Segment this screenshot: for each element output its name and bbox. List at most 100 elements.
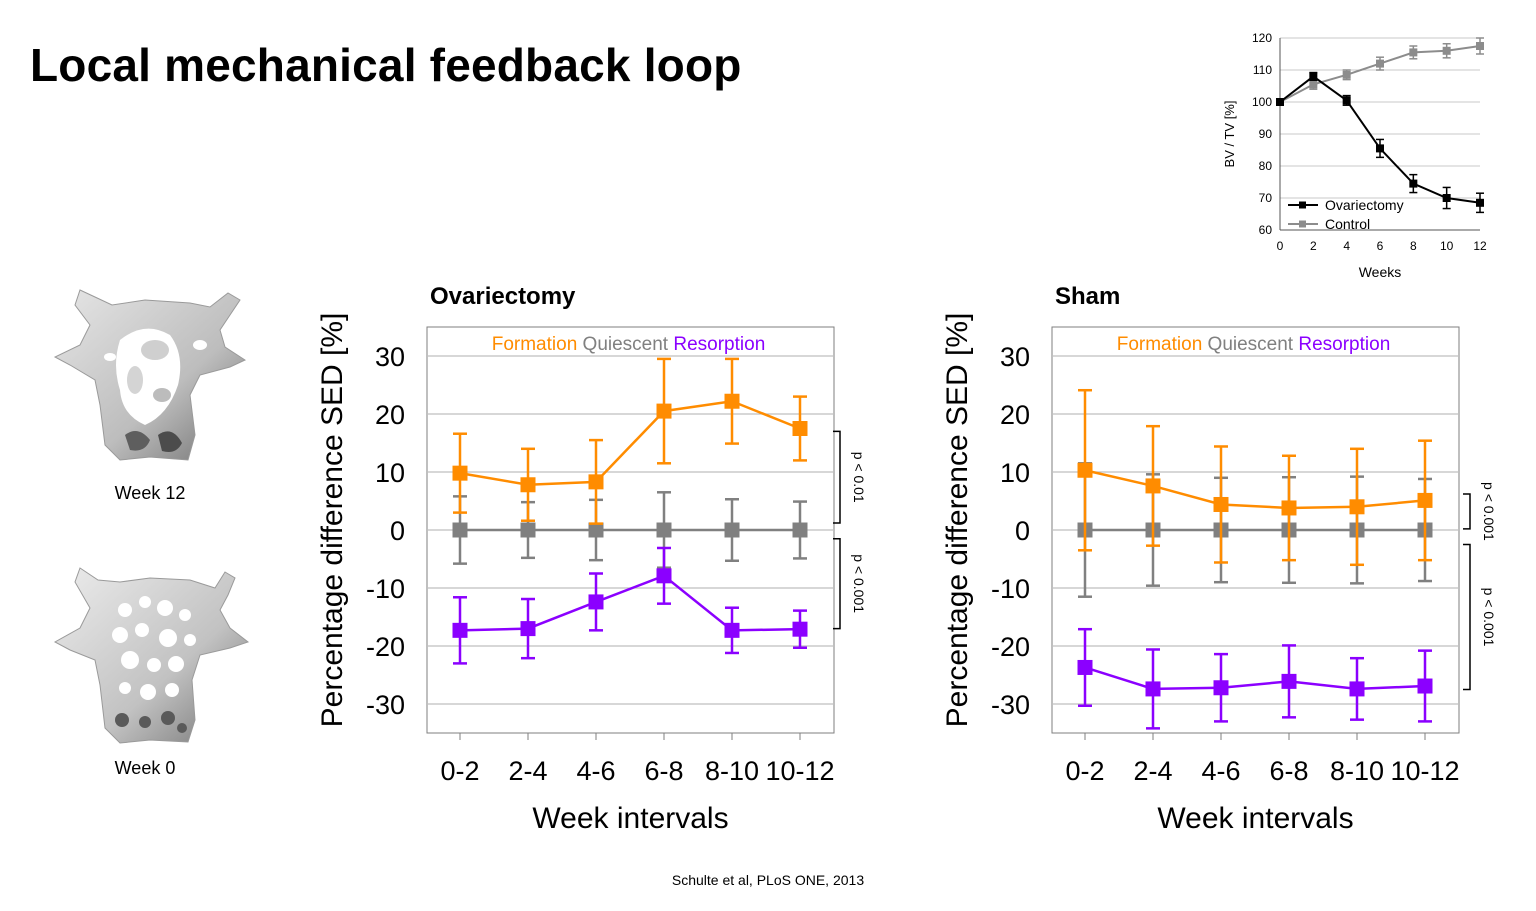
significance-bracket — [833, 537, 841, 630]
legend-marker — [1299, 201, 1306, 209]
y-tick-label: 10 — [1000, 458, 1030, 488]
data-point — [792, 522, 808, 538]
data-point — [1417, 492, 1433, 508]
data-point — [588, 474, 604, 490]
data-point — [1309, 80, 1318, 89]
data-point — [656, 522, 672, 538]
y-tick-label: 20 — [1000, 400, 1030, 430]
significance-label: p < 0.001 — [1481, 482, 1497, 541]
y-tick-label: -10 — [991, 574, 1030, 604]
data-point — [1145, 478, 1161, 494]
legend-label: Control — [1325, 216, 1370, 232]
x-tick-label: 8-10 — [1330, 756, 1384, 786]
y-tick-label: 20 — [375, 400, 405, 430]
x-tick-label: 4-6 — [1201, 756, 1240, 786]
data-point — [1342, 70, 1351, 79]
x-tick-label: 4-6 — [576, 756, 615, 786]
significance-label: p < 0.001 — [1481, 588, 1497, 647]
y-tick-label: -30 — [366, 690, 405, 720]
data-point — [1281, 673, 1297, 689]
x-axis-label: Week intervals — [532, 802, 728, 835]
chart-title: Sham — [1055, 283, 1120, 310]
series-line-resorption — [1084, 666, 1426, 691]
bone-label-week-12: Week 12 — [114, 483, 186, 503]
data-point — [1276, 98, 1284, 106]
data-point — [1077, 462, 1093, 478]
data-point — [1145, 681, 1161, 697]
significance-label: p < 0.01 — [851, 452, 867, 503]
data-point — [1376, 59, 1384, 68]
y-axis-label: BV / TV [%] — [1222, 101, 1237, 168]
bone-image-week-0 — [53, 567, 250, 744]
data-point — [520, 522, 536, 538]
x-tick-label: 2-4 — [508, 756, 547, 786]
series-line-formation — [1084, 469, 1426, 510]
data-point — [1476, 198, 1484, 207]
y-axis-label: Percentage difference SED [%] — [941, 313, 974, 728]
y-tick-label: 90 — [1259, 127, 1273, 141]
legend-item-resorption: Resorption — [1293, 334, 1390, 355]
y-tick-label: -20 — [991, 632, 1030, 662]
y-tick-label: -10 — [366, 574, 405, 604]
y-tick-label: 60 — [1259, 223, 1273, 237]
x-tick-label: 6 — [1377, 239, 1384, 253]
x-tick-label: 10-12 — [765, 756, 834, 786]
x-axis-label: Weeks — [1359, 264, 1402, 280]
data-point — [1442, 46, 1451, 55]
legend-item-formation: Formation — [492, 334, 578, 355]
data-point — [452, 465, 468, 481]
x-tick-label: 10-12 — [1390, 756, 1459, 786]
data-point — [1213, 496, 1229, 512]
x-tick-label: 2-4 — [1133, 756, 1172, 786]
legend-item-resorption: Resorption — [668, 334, 765, 355]
x-axis-label: Week intervals — [1157, 802, 1353, 835]
y-tick-label: 30 — [375, 342, 405, 372]
x-tick-label: 4 — [1343, 239, 1350, 253]
data-point — [1349, 681, 1365, 697]
data-point — [792, 421, 808, 436]
series-line-resorption — [459, 574, 801, 632]
y-tick-label: 70 — [1259, 191, 1273, 205]
data-point — [724, 622, 740, 638]
data-point — [1409, 179, 1418, 188]
data-point — [1309, 72, 1318, 81]
data-point — [520, 621, 536, 637]
data-point — [1442, 194, 1451, 202]
chart-title: Ovariectomy — [430, 283, 576, 310]
x-tick-label: 0-2 — [1065, 756, 1104, 786]
x-tick-label: 6-8 — [1269, 756, 1308, 786]
data-point — [1349, 499, 1365, 515]
legend: Formation Quiescent Resorption — [1117, 334, 1391, 355]
y-tick-label: -30 — [991, 690, 1030, 720]
y-tick-label: 110 — [1253, 63, 1272, 77]
data-point — [1417, 678, 1433, 694]
significance-bracket — [1463, 493, 1471, 530]
y-tick-label: 0 — [390, 516, 405, 546]
data-point — [588, 522, 604, 538]
legend-marker — [1299, 220, 1306, 228]
y-tick-label: 10 — [375, 458, 405, 488]
x-tick-label: 2 — [1310, 239, 1317, 253]
data-point — [588, 594, 604, 610]
x-tick-label: 0-2 — [440, 756, 479, 786]
data-point — [1476, 42, 1484, 50]
data-point — [1376, 144, 1384, 153]
data-point — [1409, 48, 1418, 57]
data-point — [792, 621, 808, 637]
data-point — [724, 522, 740, 538]
y-tick-label: 30 — [1000, 342, 1030, 372]
data-point — [724, 393, 740, 409]
legend: Formation Quiescent Resorption — [492, 334, 766, 355]
data-point — [1077, 659, 1093, 675]
x-tick-label: 0 — [1277, 239, 1284, 253]
data-point — [1342, 96, 1351, 105]
x-tick-label: 12 — [1473, 239, 1487, 253]
slide-title: Local mechanical feedback loop — [30, 39, 742, 91]
x-tick-label: 6-8 — [644, 756, 683, 786]
y-tick-label: 100 — [1252, 95, 1272, 109]
y-tick-label: -20 — [366, 632, 405, 662]
legend-label: Ovariectomy — [1325, 197, 1404, 213]
data-point — [1281, 500, 1297, 516]
